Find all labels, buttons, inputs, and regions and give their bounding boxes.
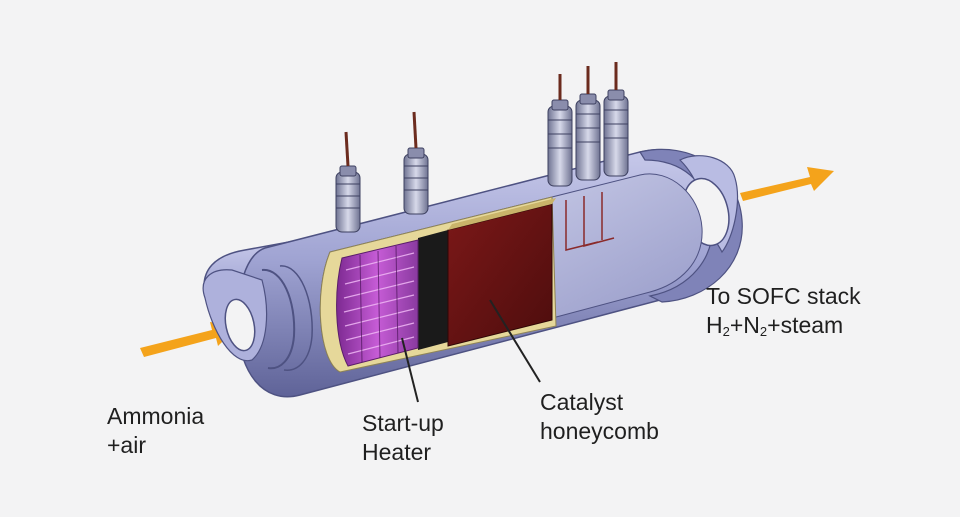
catalyst-label-line1: Catalyst	[540, 389, 624, 415]
catalyst-honeycomb	[447, 198, 556, 347]
formula-rest: +steam	[767, 312, 844, 338]
formula-h-subscript: 2	[722, 324, 730, 339]
catalyst-label: Catalyst honeycomb	[540, 388, 659, 446]
outlet-label: To SOFC stack H2+N2+steam	[706, 282, 861, 340]
outlet-flow-arrow	[740, 167, 834, 201]
sensor-port-1	[335, 131, 361, 233]
catalyst-leader-line	[489, 299, 541, 383]
inlet-label-line1: Ammonia	[107, 403, 205, 429]
heater-leader-line	[401, 337, 419, 403]
formula-h: H	[706, 312, 723, 338]
startup-heater	[336, 239, 419, 367]
internal-wiring	[565, 192, 615, 251]
outlet-formula: H2+N2+steam	[706, 311, 861, 340]
sensor-port-5	[603, 62, 629, 177]
inlet-label: Ammonia +air	[107, 402, 204, 460]
inlet-label-line2: +air	[107, 432, 146, 458]
heater-label-line2: Heater	[362, 439, 432, 465]
outlet-label-line1: To SOFC stack	[706, 283, 861, 309]
heater-label: Start-up Heater	[362, 409, 444, 467]
heater-label-line1: Start-up	[362, 410, 444, 436]
sensor-port-3	[547, 74, 573, 187]
formula-n: +N	[729, 312, 760, 338]
catalyst-label-line2: honeycomb	[540, 418, 659, 444]
inlet-flow-arrow	[140, 322, 238, 357]
sensor-port-2	[403, 111, 429, 215]
sensor-port-4	[575, 66, 601, 181]
leader-lines	[401, 299, 541, 403]
formula-n-subscript: 2	[759, 324, 768, 339]
